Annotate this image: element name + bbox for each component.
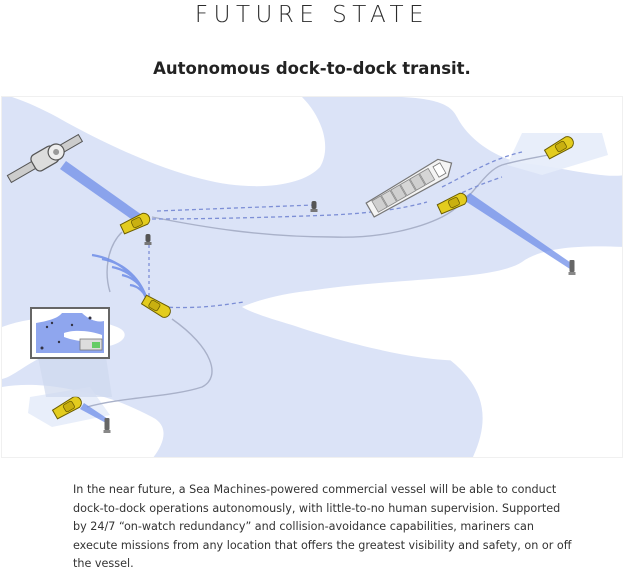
section-subtitle: Autonomous dock-to-dock transit. — [153, 59, 471, 78]
buoy-icon — [310, 201, 318, 212]
tug-boat-icon — [436, 192, 468, 215]
section-eyebrow-title: FUTURE STATE — [194, 2, 430, 28]
tug-boat-icon — [543, 136, 574, 160]
monitor-display-icon — [30, 307, 112, 397]
buoy-icon — [144, 234, 152, 245]
vessel-beam-right — [462, 193, 574, 269]
buoy-icon — [568, 260, 576, 275]
satellite-beam — [60, 161, 142, 221]
buoy-icon — [103, 418, 111, 433]
satellite-icon — [6, 133, 84, 184]
tug-boat-icon — [119, 212, 151, 235]
container-ship-icon — [365, 158, 453, 218]
vessel-beam-bottom — [80, 403, 108, 423]
dock-to-dock-illustration — [1, 96, 623, 458]
tug-boat-icon — [140, 294, 171, 318]
description-paragraph: In the near future, a Sea Machines-power… — [73, 483, 572, 570]
